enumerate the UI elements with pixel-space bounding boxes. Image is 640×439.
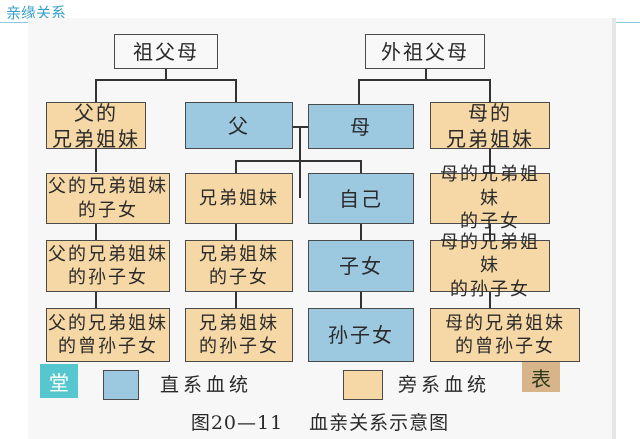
box-label: 父的兄弟姐妹 的孙子女	[48, 243, 168, 288]
box-label: 兄弟姐妹 的子女	[199, 243, 279, 288]
connector-line	[360, 160, 362, 174]
box-label: 外祖父母	[381, 39, 469, 64]
mother-siblings-box: 母的 兄弟姐妹	[430, 100, 550, 151]
box-label: 母的兄弟姐妹 的孙子女	[440, 231, 540, 300]
connector-line	[360, 291, 362, 309]
mother-siblings-children-box: 母的兄弟姐妹 的子女	[430, 164, 550, 232]
grandchildren-box: 孙子女	[308, 308, 414, 362]
box-label: 母的兄弟姐妹 的子女	[440, 164, 540, 233]
connector-line	[95, 223, 97, 241]
direct-legend-swatch	[103, 370, 139, 400]
figure-number: 图20—11	[190, 412, 284, 434]
father-siblings-grandchildren-box: 父的兄弟姐妹 的孙子女	[46, 240, 170, 292]
connector-line	[489, 148, 491, 172]
box-label: 母	[350, 114, 372, 139]
box-label: 父的兄弟姐妹 的曾孙子女	[48, 312, 168, 357]
father-siblings-children-box: 父的兄弟姐妹 的子女	[46, 173, 170, 224]
connector-line	[358, 79, 360, 105]
connector-line	[358, 79, 490, 81]
box-label: 父的 兄弟姐妹	[52, 100, 140, 151]
connector-line	[235, 160, 361, 162]
own-siblings-children-box: 兄弟姐妹 的子女	[185, 240, 293, 292]
connector-line	[360, 223, 362, 241]
self-box: 自己	[308, 173, 414, 224]
tang-tag: 堂	[40, 364, 78, 398]
page-title: 亲缘关系	[6, 4, 67, 22]
own-siblings-box: 兄弟姐妹	[185, 173, 293, 224]
mother-box: 母	[308, 104, 414, 149]
connector-line	[235, 291, 237, 309]
children-box: 子女	[308, 240, 414, 292]
grandparents-maternal-box: 外祖父母	[365, 34, 485, 69]
grandparents-paternal-box: 祖父母	[114, 34, 218, 69]
box-label: 自己	[339, 186, 383, 211]
connector-line	[299, 126, 301, 198]
panel-edge	[612, 18, 616, 439]
tag-label: 表	[531, 366, 551, 391]
connector-line	[95, 148, 97, 172]
diagram-panel	[28, 18, 612, 439]
box-label: 孙子女	[328, 323, 394, 347]
box-label: 兄弟姐妹 的孙子女	[199, 312, 279, 357]
connector-line	[165, 68, 167, 80]
connector-line	[425, 68, 427, 80]
mother-siblings-grandchildren-box: 母的兄弟姐妹 的孙子女	[430, 232, 550, 300]
box-label: 祖父母	[133, 39, 199, 64]
box-label: 父	[228, 113, 250, 138]
collateral-legend-swatch	[343, 370, 383, 400]
connector-line	[489, 291, 491, 309]
connector-line	[95, 79, 236, 81]
tag-label: 堂	[49, 370, 69, 395]
connector-line	[489, 79, 491, 103]
box-label: 母的兄弟姐妹 的曾孙子女	[445, 312, 565, 357]
collateral-legend-label: 旁系血统	[398, 374, 491, 396]
connector-line	[95, 291, 97, 309]
box-label: 子女	[339, 254, 383, 278]
connector-line	[489, 223, 491, 241]
box-label: 兄弟姐妹	[199, 187, 279, 209]
connector-line	[235, 79, 237, 103]
biao-tag: 表	[522, 362, 560, 392]
connector-line	[235, 223, 237, 241]
mother-siblings-great-grandchildren-box: 母的兄弟姐妹 的曾孙子女	[430, 308, 580, 362]
connector-line	[95, 79, 97, 103]
box-label: 父的兄弟姐妹 的子女	[48, 176, 168, 221]
own-siblings-grandchildren-box: 兄弟姐妹 的孙子女	[185, 308, 293, 362]
father-box: 父	[185, 102, 293, 149]
figure-caption: 图20—11 血亲关系示意图	[0, 408, 640, 435]
connector-line	[235, 160, 237, 174]
box-label: 母的 兄弟姐妹	[446, 100, 534, 151]
figure-title: 血亲关系示意图	[309, 412, 450, 434]
father-siblings-box: 父的 兄弟姐妹	[46, 100, 146, 151]
father-siblings-great-grandchildren-box: 父的兄弟姐妹 的曾孙子女	[46, 308, 170, 362]
direct-legend-label: 直系血统	[160, 374, 253, 396]
